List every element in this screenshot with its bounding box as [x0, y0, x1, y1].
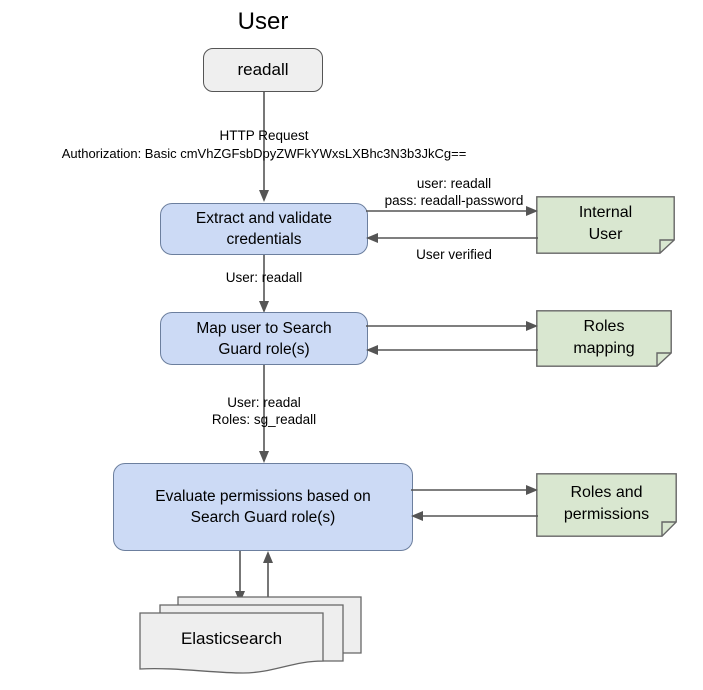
note-roles-and-permissions-label: Roles and permissions: [564, 482, 649, 528]
label-user-verified: User verified: [416, 247, 492, 262]
node-user-readall[interactable]: readall: [203, 48, 323, 92]
note-3-line-2: permissions: [563, 506, 650, 523]
note-roles-mapping-label: Roles mapping: [573, 316, 634, 362]
note-roles-and-permissions[interactable]: Roles and permissions: [536, 473, 677, 537]
process-evaluate-permissions[interactable]: Evaluate permissions based on Search Gua…: [113, 463, 413, 551]
page-title: User: [237, 8, 289, 35]
label-http-request: HTTP Request: [219, 128, 309, 143]
connector-roles-permissions-to-evaluate: [411, 511, 538, 521]
note-2-line-2: mapping: [573, 339, 635, 357]
process-map-user-to-role-label: Map user to Search Guard role(s): [196, 318, 331, 360]
note-internal-user-label: Internal User: [579, 202, 632, 248]
note-2-line-1: Roles: [583, 317, 625, 335]
process-1-line-1: Extract and validate: [195, 210, 333, 227]
process-3-line-1: Evaluate permissions based on: [155, 488, 371, 505]
process-extract-validate-credentials[interactable]: Extract and validate credentials: [160, 203, 368, 255]
process-map-user-to-role[interactable]: Map user to Search Guard role(s): [160, 312, 368, 365]
document-stack-icon: [139, 596, 362, 674]
label-creds-user: user: readall: [416, 176, 492, 191]
process-2-line-1: Map user to Search: [196, 319, 332, 337]
note-roles-mapping[interactable]: Roles mapping: [536, 310, 672, 367]
node-user-readall-label: readall: [237, 60, 289, 79]
datastore-elasticsearch-label: Elasticsearch: [180, 629, 283, 648]
process-extract-validate-credentials-label: Extract and validate credentials: [196, 208, 332, 250]
note-1-line-2: User: [588, 226, 623, 243]
note-shape-icon: [536, 473, 677, 537]
label-user-readal: User: readal: [227, 395, 301, 410]
process-3-line-2: Search Guard role(s): [190, 509, 336, 526]
label-creds-pass: pass: readall-password: [384, 193, 524, 208]
process-2-line-2: Guard role(s): [218, 340, 310, 358]
note-1-line-1: Internal: [578, 204, 633, 221]
note-shape-icon: [536, 310, 672, 367]
connector-evaluate-to-roles-permissions: [411, 485, 538, 495]
connector-roles-mapping-to-map: [366, 345, 538, 355]
label-user-readall: User: readall: [225, 270, 303, 285]
connector-map-to-roles-mapping: [366, 321, 538, 331]
connector-internal-user-to-extract: [366, 233, 538, 243]
label-authorization-header: Authorization: Basic cmVhZGFsbDpyZWFkYWx…: [61, 146, 467, 161]
process-evaluate-permissions-label: Evaluate permissions based on Search Gua…: [155, 486, 370, 528]
note-3-line-1: Roles and: [570, 484, 643, 501]
note-shape-icon: [536, 196, 675, 254]
datastore-elasticsearch[interactable]: Elasticsearch: [138, 595, 363, 675]
process-1-line-2: credentials: [226, 231, 302, 248]
note-internal-user[interactable]: Internal User: [536, 196, 675, 254]
label-roles-sg-readall: Roles: sg_readall: [211, 412, 317, 427]
